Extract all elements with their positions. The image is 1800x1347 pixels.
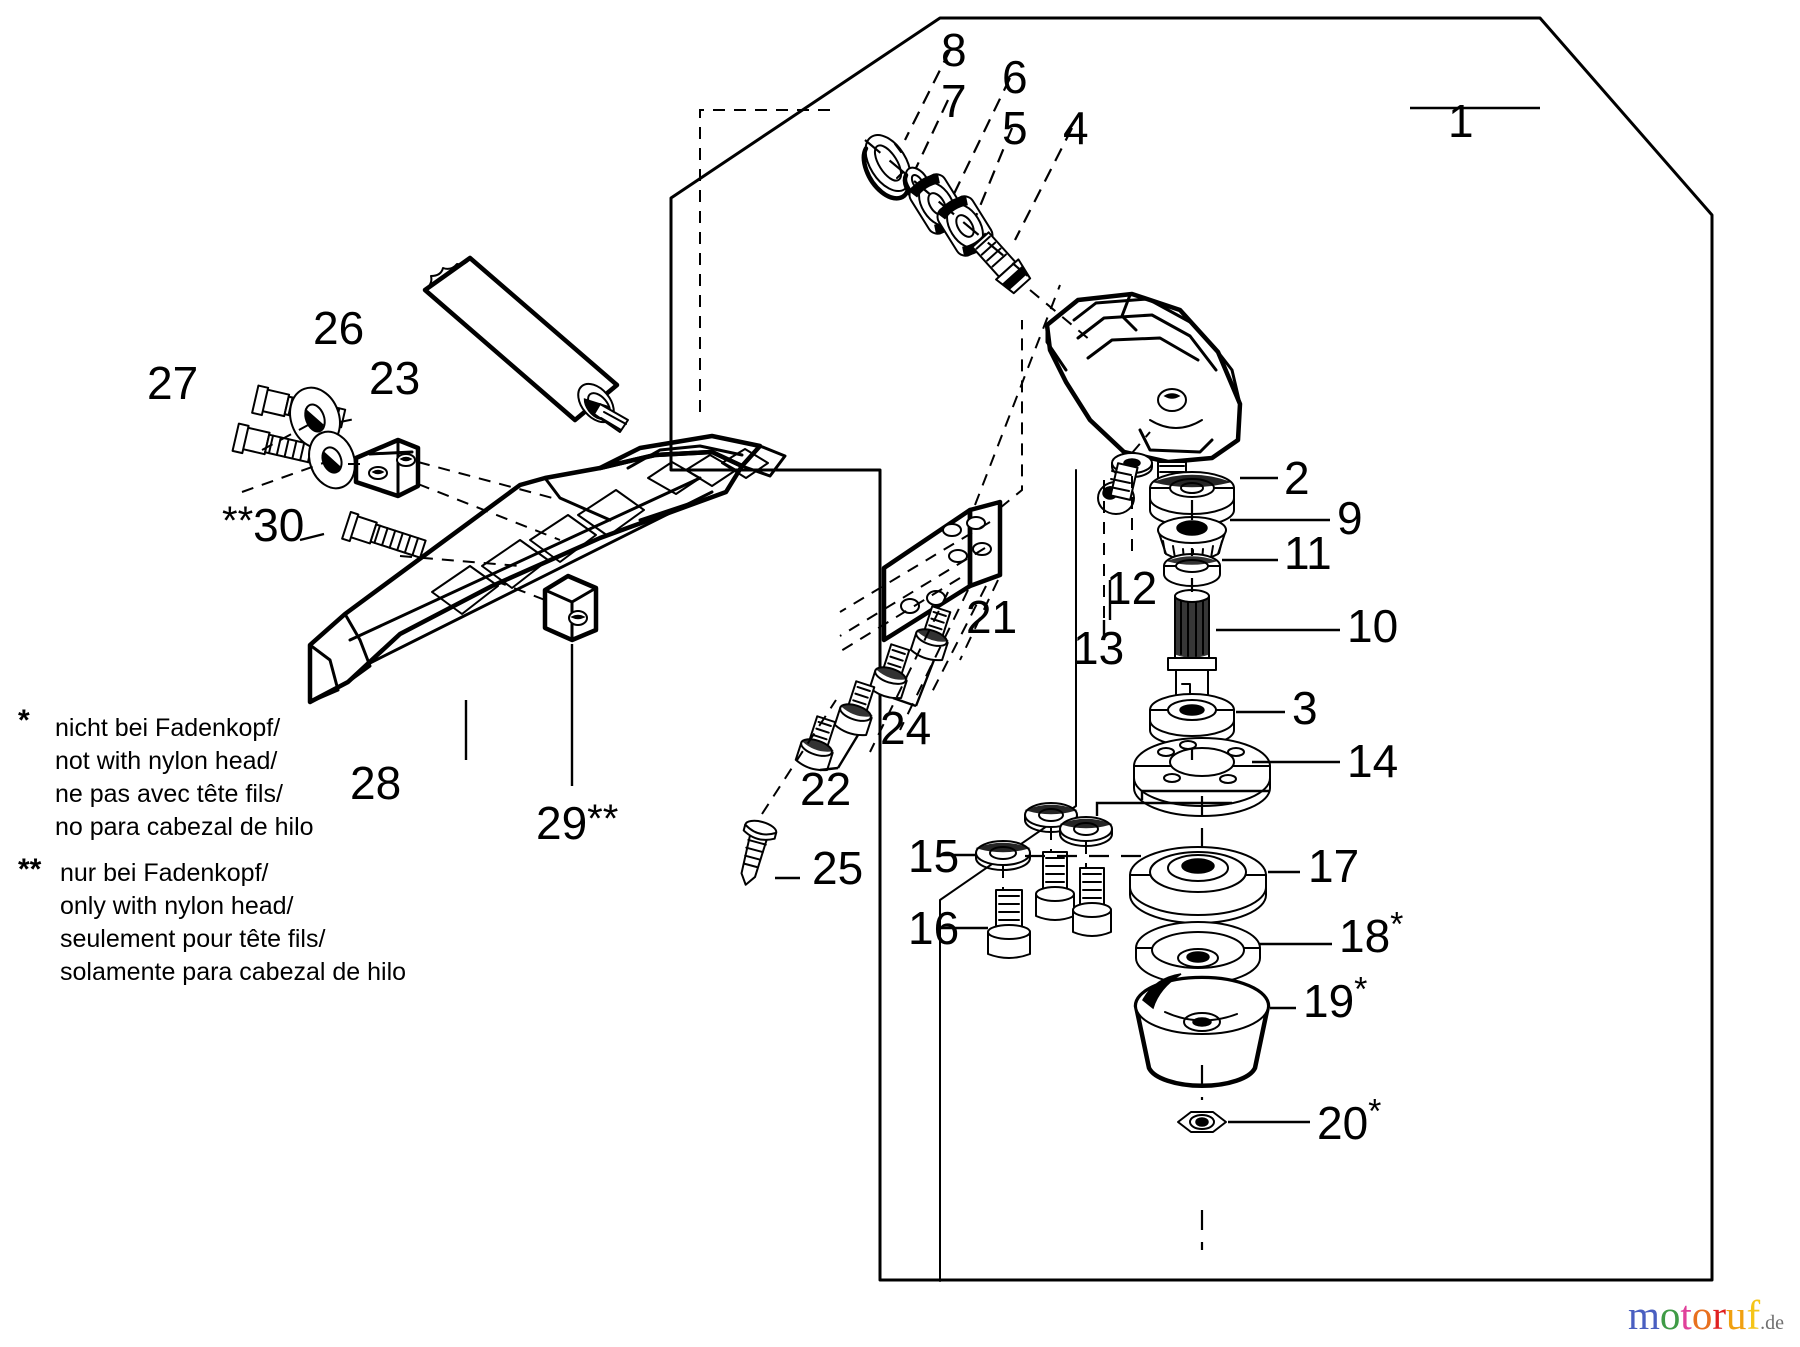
callout-5: 5 <box>1002 102 1028 154</box>
part-21-bracket <box>881 499 1003 643</box>
part-30-screw <box>299 511 521 567</box>
watermark-letter-f: f <box>1746 1292 1761 1338</box>
parts-17-to-20 <box>1129 846 1271 1133</box>
callout-3: 3 <box>1292 682 1318 734</box>
watermark-letter-o2: o <box>1691 1292 1713 1338</box>
watermark-letter-u: u <box>1725 1292 1747 1338</box>
callout-28: 28 <box>350 757 402 809</box>
drive-shaft-tube <box>422 255 629 433</box>
center-axis-dashes <box>1190 500 1204 1250</box>
part-22-screws <box>794 680 876 772</box>
bracket-and-screws <box>794 284 1061 772</box>
part-23-mounting-plate <box>353 437 421 499</box>
callout-7: 7 <box>941 75 967 127</box>
callout-20-number: 20 <box>1317 1097 1369 1149</box>
part-16-bolt-b <box>1035 851 1075 921</box>
callout-10: 10 <box>1347 600 1399 652</box>
callout-4: 4 <box>1063 102 1089 154</box>
callout-29: 29** <box>536 796 619 849</box>
callout-18-asterisk: * <box>1390 905 1404 944</box>
part-15-washer <box>975 840 1031 871</box>
watermark-letter-o1: o <box>1659 1292 1681 1338</box>
part-16-bolt-c <box>1072 867 1112 937</box>
callout-13: 13 <box>1073 622 1125 674</box>
callout-19-asterisk: * <box>1354 970 1368 1009</box>
callout-14: 14 <box>1347 735 1399 787</box>
callout-30: **30 <box>222 498 305 551</box>
part-26-washer-b <box>308 430 356 490</box>
part-19-cup <box>1133 973 1271 1089</box>
footnote-text-double: nur bei Fadenkopf/ only with nylon head/… <box>60 859 407 986</box>
part-27-bolt-b <box>231 422 327 467</box>
callout-9: 9 <box>1337 492 1363 544</box>
callout-24: 24 <box>880 702 932 754</box>
callout-30-asterisks: ** <box>222 498 254 543</box>
part-15-washer-b <box>1024 802 1078 833</box>
top-bearing-stack <box>699 109 1091 420</box>
callout-27: 27 <box>147 357 199 409</box>
callout-18-number: 18 <box>1339 910 1391 962</box>
callout-2: 2 <box>1284 452 1310 504</box>
part-29-clip <box>497 573 599 786</box>
watermark-letter-t: t <box>1680 1292 1692 1338</box>
part-9-bevel-gear <box>1157 516 1227 563</box>
callout-21: 21 <box>966 591 1018 643</box>
watermark-letter-m: m <box>1628 1292 1660 1338</box>
callout-12: 12 <box>1106 562 1158 614</box>
part-16-bolt <box>987 889 1031 959</box>
part-15-washer-c <box>1059 816 1113 847</box>
parts-12-13 <box>1097 431 1153 630</box>
callout-20-asterisk: * <box>1368 1092 1382 1131</box>
callout-6: 6 <box>1002 51 1028 103</box>
callout-23: 23 <box>369 352 421 404</box>
part-20-nut <box>1177 1111 1227 1133</box>
part-17-spool-holder <box>1129 846 1267 924</box>
part-11-seal-washer <box>1163 553 1221 587</box>
footnote-text-single: nicht bei Fadenkopf/ not with nylon head… <box>55 714 314 841</box>
part-18-washer-plate <box>1135 921 1261 985</box>
part-24-screws <box>868 605 952 708</box>
left-fasteners <box>231 384 561 541</box>
parts-15-16-fasteners <box>975 789 1270 959</box>
callout-16: 16 <box>908 902 960 954</box>
callout-19: 19* <box>1303 973 1367 1027</box>
callout-18: 18* <box>1339 908 1403 962</box>
callout-19-number: 19 <box>1303 975 1355 1027</box>
callout-8: 8 <box>941 24 967 76</box>
callout-17: 17 <box>1308 840 1360 892</box>
callout-29-asterisks: ** <box>587 796 619 841</box>
watermark-tld: .de <box>1760 1312 1785 1334</box>
callout-25: 25 <box>812 842 864 894</box>
watermark-letter-r: r <box>1712 1292 1726 1338</box>
callout-29-number: 29 <box>536 797 588 849</box>
callout-26: 26 <box>313 302 365 354</box>
part-13-screw <box>1097 462 1139 515</box>
callout-11: 11 <box>1284 527 1332 579</box>
part-3-bearing <box>1149 693 1235 747</box>
part-28-guard-shield <box>307 433 787 760</box>
callout-15: 15 <box>908 830 960 882</box>
callout-20: 20* <box>1317 1095 1381 1149</box>
callout-30-number: 30 <box>253 499 305 551</box>
callout-22: 22 <box>800 763 852 815</box>
motoruf-watermark: motoruf.de <box>1628 1295 1784 1336</box>
right-column-parts <box>1133 471 1271 817</box>
leader-lines-right <box>904 49 1540 1124</box>
footnote-mark-single: * <box>18 704 30 737</box>
footnote-mark-double: ** <box>18 853 42 886</box>
part-25-screw <box>740 699 837 886</box>
callout-1: 1 <box>1448 95 1474 147</box>
part-4-screw <box>971 231 1032 295</box>
